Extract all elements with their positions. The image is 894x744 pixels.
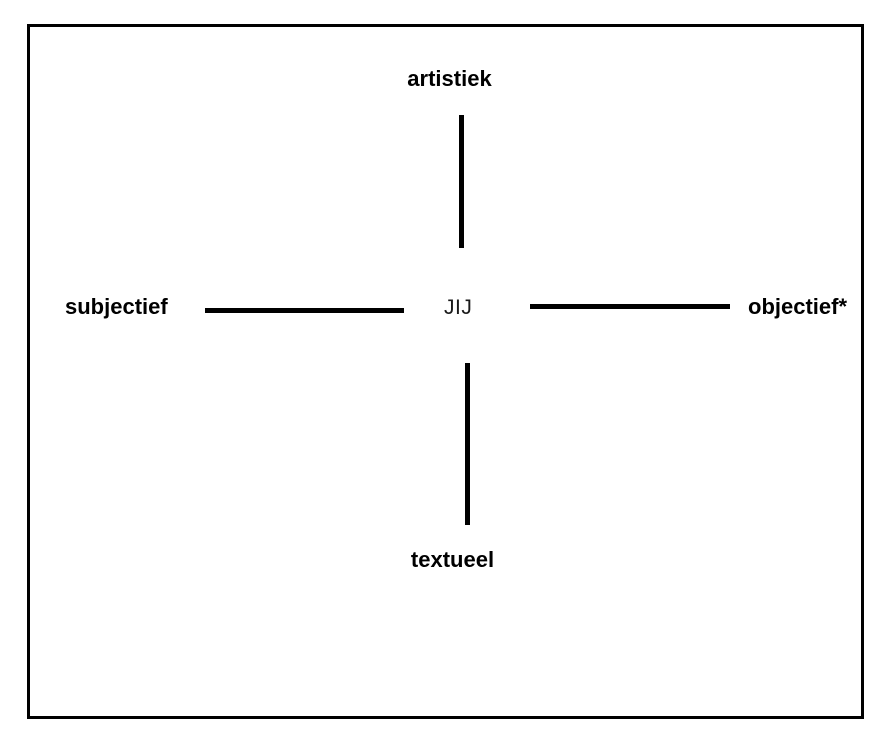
axis-arm-left	[205, 308, 404, 313]
axis-arm-right	[530, 304, 730, 309]
axis-label-right: objectief*	[748, 294, 848, 319]
axis-label-left: subjectief	[65, 294, 168, 319]
diagram-frame-border: artistiek textueel subjectief objectief*…	[27, 24, 864, 719]
axis-label-bottom: textueel	[410, 547, 495, 572]
axis-label-top: artistiek	[407, 66, 492, 91]
axis-arm-bottom	[465, 363, 470, 525]
axis-arm-top	[459, 115, 464, 248]
axis-center-label: JIJ	[444, 296, 473, 319]
